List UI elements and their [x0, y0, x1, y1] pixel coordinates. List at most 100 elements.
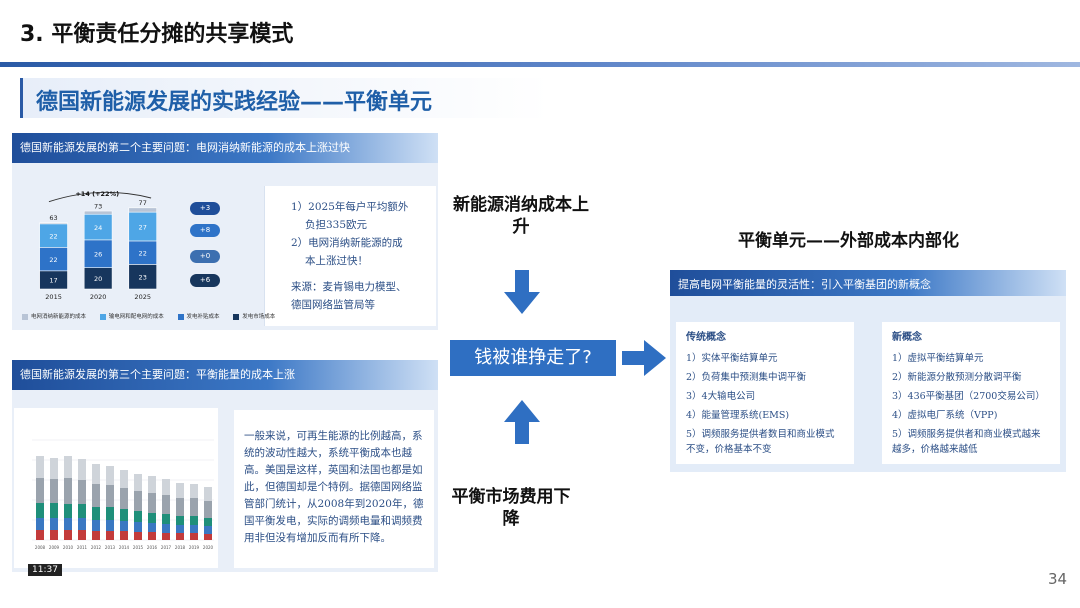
- x-tick-label: 2019: [189, 545, 200, 550]
- question-box: 钱被谁挣走了?: [450, 340, 616, 376]
- bar-data-label: 24: [94, 224, 102, 232]
- bar-segment: [92, 507, 100, 520]
- bar-segment: [64, 518, 72, 530]
- bar-segment: [36, 478, 44, 503]
- bar-segment: [64, 478, 72, 504]
- legend-item: 电网消纳新能源的成本: [22, 312, 86, 320]
- bar-segment: [36, 456, 44, 478]
- bar-segment: [50, 479, 58, 503]
- bar-segment: [78, 480, 86, 504]
- bar-total-label: 73: [94, 202, 102, 210]
- new-item: 4）虚拟电厂系统（VPP): [892, 410, 998, 421]
- change-label: +14 (+22%): [75, 190, 119, 198]
- new-item: 3）436平衡基团（2700交易公司）: [892, 391, 1045, 402]
- note-line-3: 2）电网消纳新能源的成: [291, 237, 403, 249]
- legend-item: 发电补贴成本: [177, 312, 220, 320]
- bar-segment: [148, 513, 156, 523]
- x-tick-label: 2016: [147, 545, 158, 550]
- fee-drop-text: 平衡市场费用下降: [451, 487, 571, 529]
- bar-total-label: 77: [139, 199, 147, 207]
- x-tick-label: 2009: [49, 545, 60, 550]
- source-line-2: 德国网络监管局等: [291, 299, 375, 311]
- chart-background: [14, 408, 218, 568]
- x-tick-label: 2020: [203, 545, 214, 550]
- x-tick-label: 2015: [45, 293, 62, 301]
- cost-rise-label: 新能源消纳成本上升: [448, 194, 594, 238]
- bar-segment: [120, 521, 128, 531]
- note-line-4: 本上涨过快！: [305, 255, 368, 267]
- x-tick-label: 2020: [90, 293, 107, 301]
- legend-item: 发电市场成本: [233, 312, 275, 320]
- concept-panel-header: 提高电网平衡能量的灵活性：引入平衡基团的新概念: [670, 270, 1066, 296]
- bar-segment: [134, 511, 142, 522]
- bar-total-label: 63: [49, 214, 57, 222]
- cost-note-box: 1）2025年每户平均额外 负担335欧元 2）电网消纳新能源的成 本上涨过快！…: [264, 186, 436, 326]
- bar-segment: [204, 518, 212, 526]
- change-pills: +3 +8 +0 +6: [190, 202, 230, 292]
- bar-segment: [134, 522, 142, 532]
- source-line-1: 来源：麦肯锡电力模型、: [291, 281, 407, 293]
- bar-data-label: 23: [139, 274, 147, 282]
- pill-2: +8: [190, 224, 220, 237]
- bar-segment: [128, 211, 157, 242]
- bar-segment: [120, 488, 128, 509]
- traditional-item: 4）能量管理系统(EMS): [686, 410, 790, 421]
- new-item: 1）虚拟平衡结算单元: [892, 353, 984, 364]
- bar-segment: [162, 533, 170, 540]
- bar-segment: [36, 503, 44, 518]
- x-tick-label: 2013: [105, 545, 116, 550]
- bar-segment: [92, 520, 100, 531]
- bar-segment: [64, 530, 72, 540]
- x-tick-label: 2010: [63, 545, 74, 550]
- bar-segment: [162, 524, 170, 533]
- result-title: 平衡单元——外部成本内部化: [738, 231, 959, 251]
- traditional-concept-column: 传统概念 1）实体平衡结算单元 2）负荷集中预测集中调平衡 3）4大输电公司 4…: [676, 322, 854, 464]
- bar-segment: [106, 531, 114, 540]
- bar-segment: [148, 523, 156, 532]
- balancing-note: 一般来说，可再生能源的比例越高，系统的波动性越大，系统平衡成本也越高。美国是这样…: [244, 430, 424, 544]
- bar-segment: [92, 484, 100, 507]
- bar-segment: [134, 474, 142, 491]
- bar-segment: [50, 530, 58, 540]
- traditional-item: 3）4大输电公司: [686, 391, 756, 402]
- bar-segment: [78, 504, 86, 518]
- bar-segment: [83, 239, 113, 268]
- bar-segment: [78, 518, 86, 530]
- slide-subtitle: 德国新能源发展的实践经验——平衡单元: [36, 90, 433, 115]
- page-number: 34: [1048, 570, 1068, 588]
- bar-segment: [162, 514, 170, 524]
- bar-segment: [134, 532, 142, 540]
- bar-segment: [128, 207, 157, 213]
- bar-segment: [120, 531, 128, 540]
- bar-segment: [176, 525, 184, 533]
- bar-data-label: 26: [94, 251, 102, 259]
- bar-segment: [148, 532, 156, 540]
- bar-segment: [83, 210, 113, 215]
- legend-item: 输电网和配电网的成本: [99, 312, 164, 320]
- x-tick-label: 2017: [161, 545, 172, 550]
- bar-segment: [176, 516, 184, 525]
- new-item: 5）调频服务提供者和商业模式越来越多，价格越来越低: [892, 429, 1041, 455]
- bar-segment: [204, 526, 212, 534]
- cost-rise-text: 新能源消纳成本上升: [453, 195, 589, 237]
- subtitle-box: [20, 78, 550, 118]
- pill-3: +0: [190, 250, 220, 263]
- arrow-up-icon: [504, 400, 540, 444]
- bar-segment: [106, 520, 114, 531]
- bar-segment: [204, 487, 212, 501]
- arrow-right-icon: [622, 340, 666, 376]
- x-tick-label: 2008: [35, 545, 46, 550]
- balancing-cost-panel-header: 德国新能源发展的第三个主要问题：平衡能量的成本上涨: [12, 360, 438, 390]
- new-concept-column: 新概念 1）虚拟平衡结算单元 2）新能源分散预测分散调平衡 3）436平衡基团（…: [882, 322, 1060, 464]
- bar-segment: [204, 534, 212, 540]
- new-item: 2）新能源分散预测分散调平衡: [892, 372, 1022, 383]
- bar-segment: [36, 518, 44, 530]
- bar-segment: [204, 501, 212, 518]
- bar-segment: [162, 495, 170, 514]
- pill-1: +3: [190, 202, 220, 215]
- bar-segment: [106, 507, 114, 520]
- bar-segment: [36, 530, 44, 540]
- bar-segment: [176, 533, 184, 540]
- bar-segment: [176, 498, 184, 516]
